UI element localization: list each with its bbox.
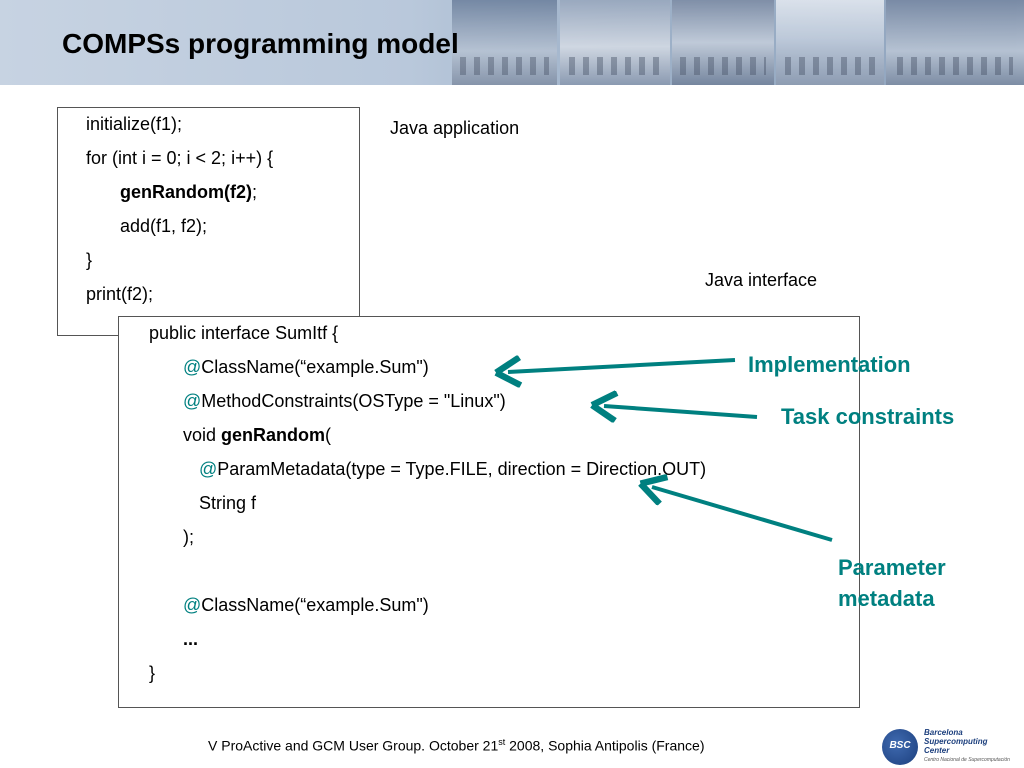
code-line: add(f1, f2); [120,216,208,236]
header-photo [886,0,1024,85]
code-text: ClassName(“example.Sum") [201,595,429,615]
header-photo [672,0,774,85]
annotation-at: @ [183,357,202,377]
code-line: String f [199,493,257,513]
method-name-bold: genRandom [221,425,326,445]
logo-line: Barcelona [924,728,963,737]
code-text: ParamMetadata(type = Type.FILE, directio… [217,459,707,479]
code-line: void genRandom( [183,425,331,446]
code-text: ( [325,425,332,445]
code-line: genRandom(f2); [120,182,257,203]
footer-pre: V ProActive and GCM User Group. October … [208,737,499,754]
logo-line: Supercomputing [924,737,988,746]
parameter-metadata-callout: Parameter [838,555,946,580]
logo-subtext: Centro Nacional de Supercomputación [924,757,1010,763]
header-photo [452,0,557,85]
java-application-label: Java application [390,118,520,138]
bsc-logo-icon: BSC [882,729,918,765]
header-photo [560,0,670,85]
code-text: void [183,425,222,445]
footer-text: V ProActive and GCM User Group. October … [208,737,704,754]
slide-title: COMPSs programming model [62,28,459,59]
code-text: ClassName(“example.Sum") [201,357,429,377]
code-line: } [86,250,93,270]
header-banner: COMPSs programming model [0,0,1024,85]
bsc-logo: BSC Barcelona Supercomputing Center Cent… [882,728,1022,766]
code-text: MethodConstraints(OSType = "Linux") [201,391,506,411]
code-line: @ParamMetadata(type = Type.FILE, directi… [199,459,706,480]
logo-text: Barcelona Supercomputing Center [924,728,988,755]
code-line: print(f2); [86,284,154,304]
header-photo [776,0,884,85]
parameter-metadata-arrow [652,487,833,542]
footer-post: 2008, Sophia Antipolis (France) [505,737,705,754]
java-interface-code-box: public interface SumItf { @ClassName(“ex… [118,316,860,708]
parameter-metadata-callout: metadata [838,586,935,611]
annotation-at: @ [183,391,202,411]
java-interface-label: Java interface [705,270,818,290]
code-line: @ClassName(“example.Sum") [183,357,429,378]
code-line: public interface SumItf { [149,323,339,343]
code-line: ); [183,527,194,547]
annotation-at: @ [183,595,202,615]
implementation-arrow [508,360,736,372]
code-line: @MethodConstraints(OSType = "Linux") [183,391,506,412]
task-constraints-arrow [604,406,758,417]
code-line: for (int i = 0; i < 2; i++) { [86,148,274,168]
code-line: } [149,663,156,683]
annotation-at: @ [199,459,218,479]
code-line: ... [183,629,199,649]
footer-sup: st [498,737,506,747]
java-application-code-box: initialize(f1); for (int i = 0; i < 2; i… [57,107,360,336]
logo-line: Center [924,746,950,755]
code-line: initialize(f1); [86,114,183,134]
method-call-bold: genRandom(f2) [120,182,252,202]
code-text: ; [252,182,258,202]
implementation-callout: Implementation [748,352,911,377]
code-line: @ClassName(“example.Sum") [183,595,429,616]
task-constraints-callout: Task constraints [781,404,955,429]
logo-badge: BSC [889,740,911,751]
